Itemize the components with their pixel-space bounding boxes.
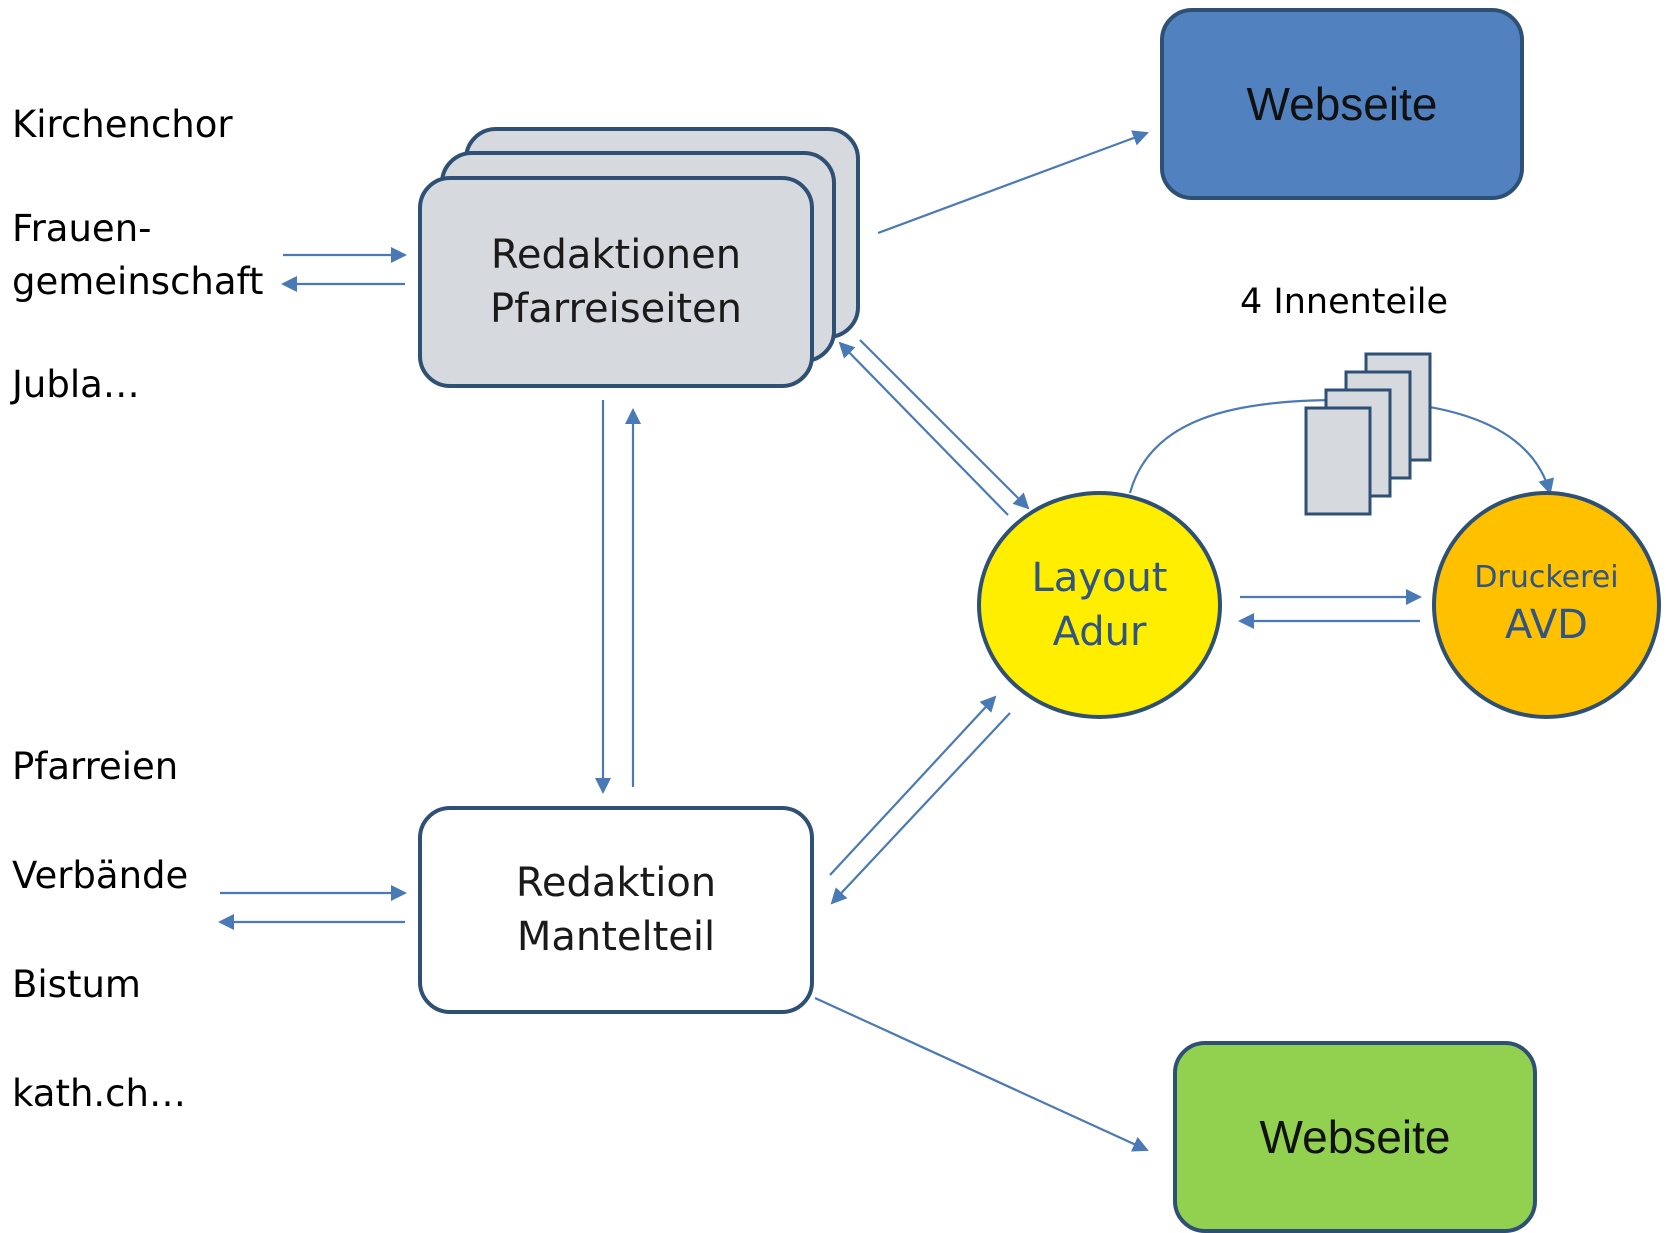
mantelteil-line2: Mantelteil — [516, 914, 716, 960]
redaktionen-line2: Pfarreiseiten — [490, 286, 742, 332]
redaktionen-pfarreiseiten-box: Redaktionen Pfarreiseiten — [418, 176, 814, 388]
druckerei-line1: Druckerei — [1474, 559, 1619, 595]
layout-line2: Adur — [1052, 609, 1147, 655]
layout-adur-circle: Layout Adur — [977, 491, 1222, 719]
label-bistum: Bistum — [12, 963, 141, 1006]
arrow-layout-to-redaktionen — [838, 341, 1009, 516]
label-frauen: Frauen- — [12, 207, 152, 250]
pages-stack-icon — [1304, 352, 1432, 516]
redaktion-mantelteil-box: Redaktion Mantelteil — [418, 806, 814, 1014]
webseite-top-box: Webseite — [1160, 8, 1524, 200]
label-4-innenteile: 4 Innenteile — [1240, 282, 1449, 322]
label-verbaende: Verbände — [12, 854, 189, 897]
redaktionen-line1: Redaktionen — [490, 232, 742, 278]
webseite-top-label: Webseite — [1246, 78, 1438, 130]
layout-line1: Layout — [1031, 555, 1168, 601]
druckerei-avd-circle: Druckerei AVD — [1432, 491, 1661, 719]
arrow-mantelteil-to-webseite — [814, 996, 1149, 1152]
mantelteil-line1: Redaktion — [515, 860, 717, 906]
arrow-redaktionen-to-webseite — [877, 130, 1149, 235]
arrow-mantelteil-to-layout — [829, 695, 997, 876]
webseite-bottom-label: Webseite — [1259, 1111, 1451, 1163]
webseite-bottom-box: Webseite — [1173, 1041, 1537, 1233]
label-kirchenchor: Kirchenchor — [12, 103, 233, 146]
label-gemeinschaft: gemeinschaft — [12, 260, 264, 303]
label-jubla: Jubla… — [12, 363, 140, 406]
arrow-layout-to-mantelteil — [830, 712, 1011, 905]
druckerei-line2: AVD — [1505, 602, 1588, 649]
arrow-redaktionen-to-layout — [859, 339, 1030, 510]
label-kath-ch: kath.ch… — [12, 1072, 186, 1115]
label-pfarreien: Pfarreien — [12, 745, 179, 788]
